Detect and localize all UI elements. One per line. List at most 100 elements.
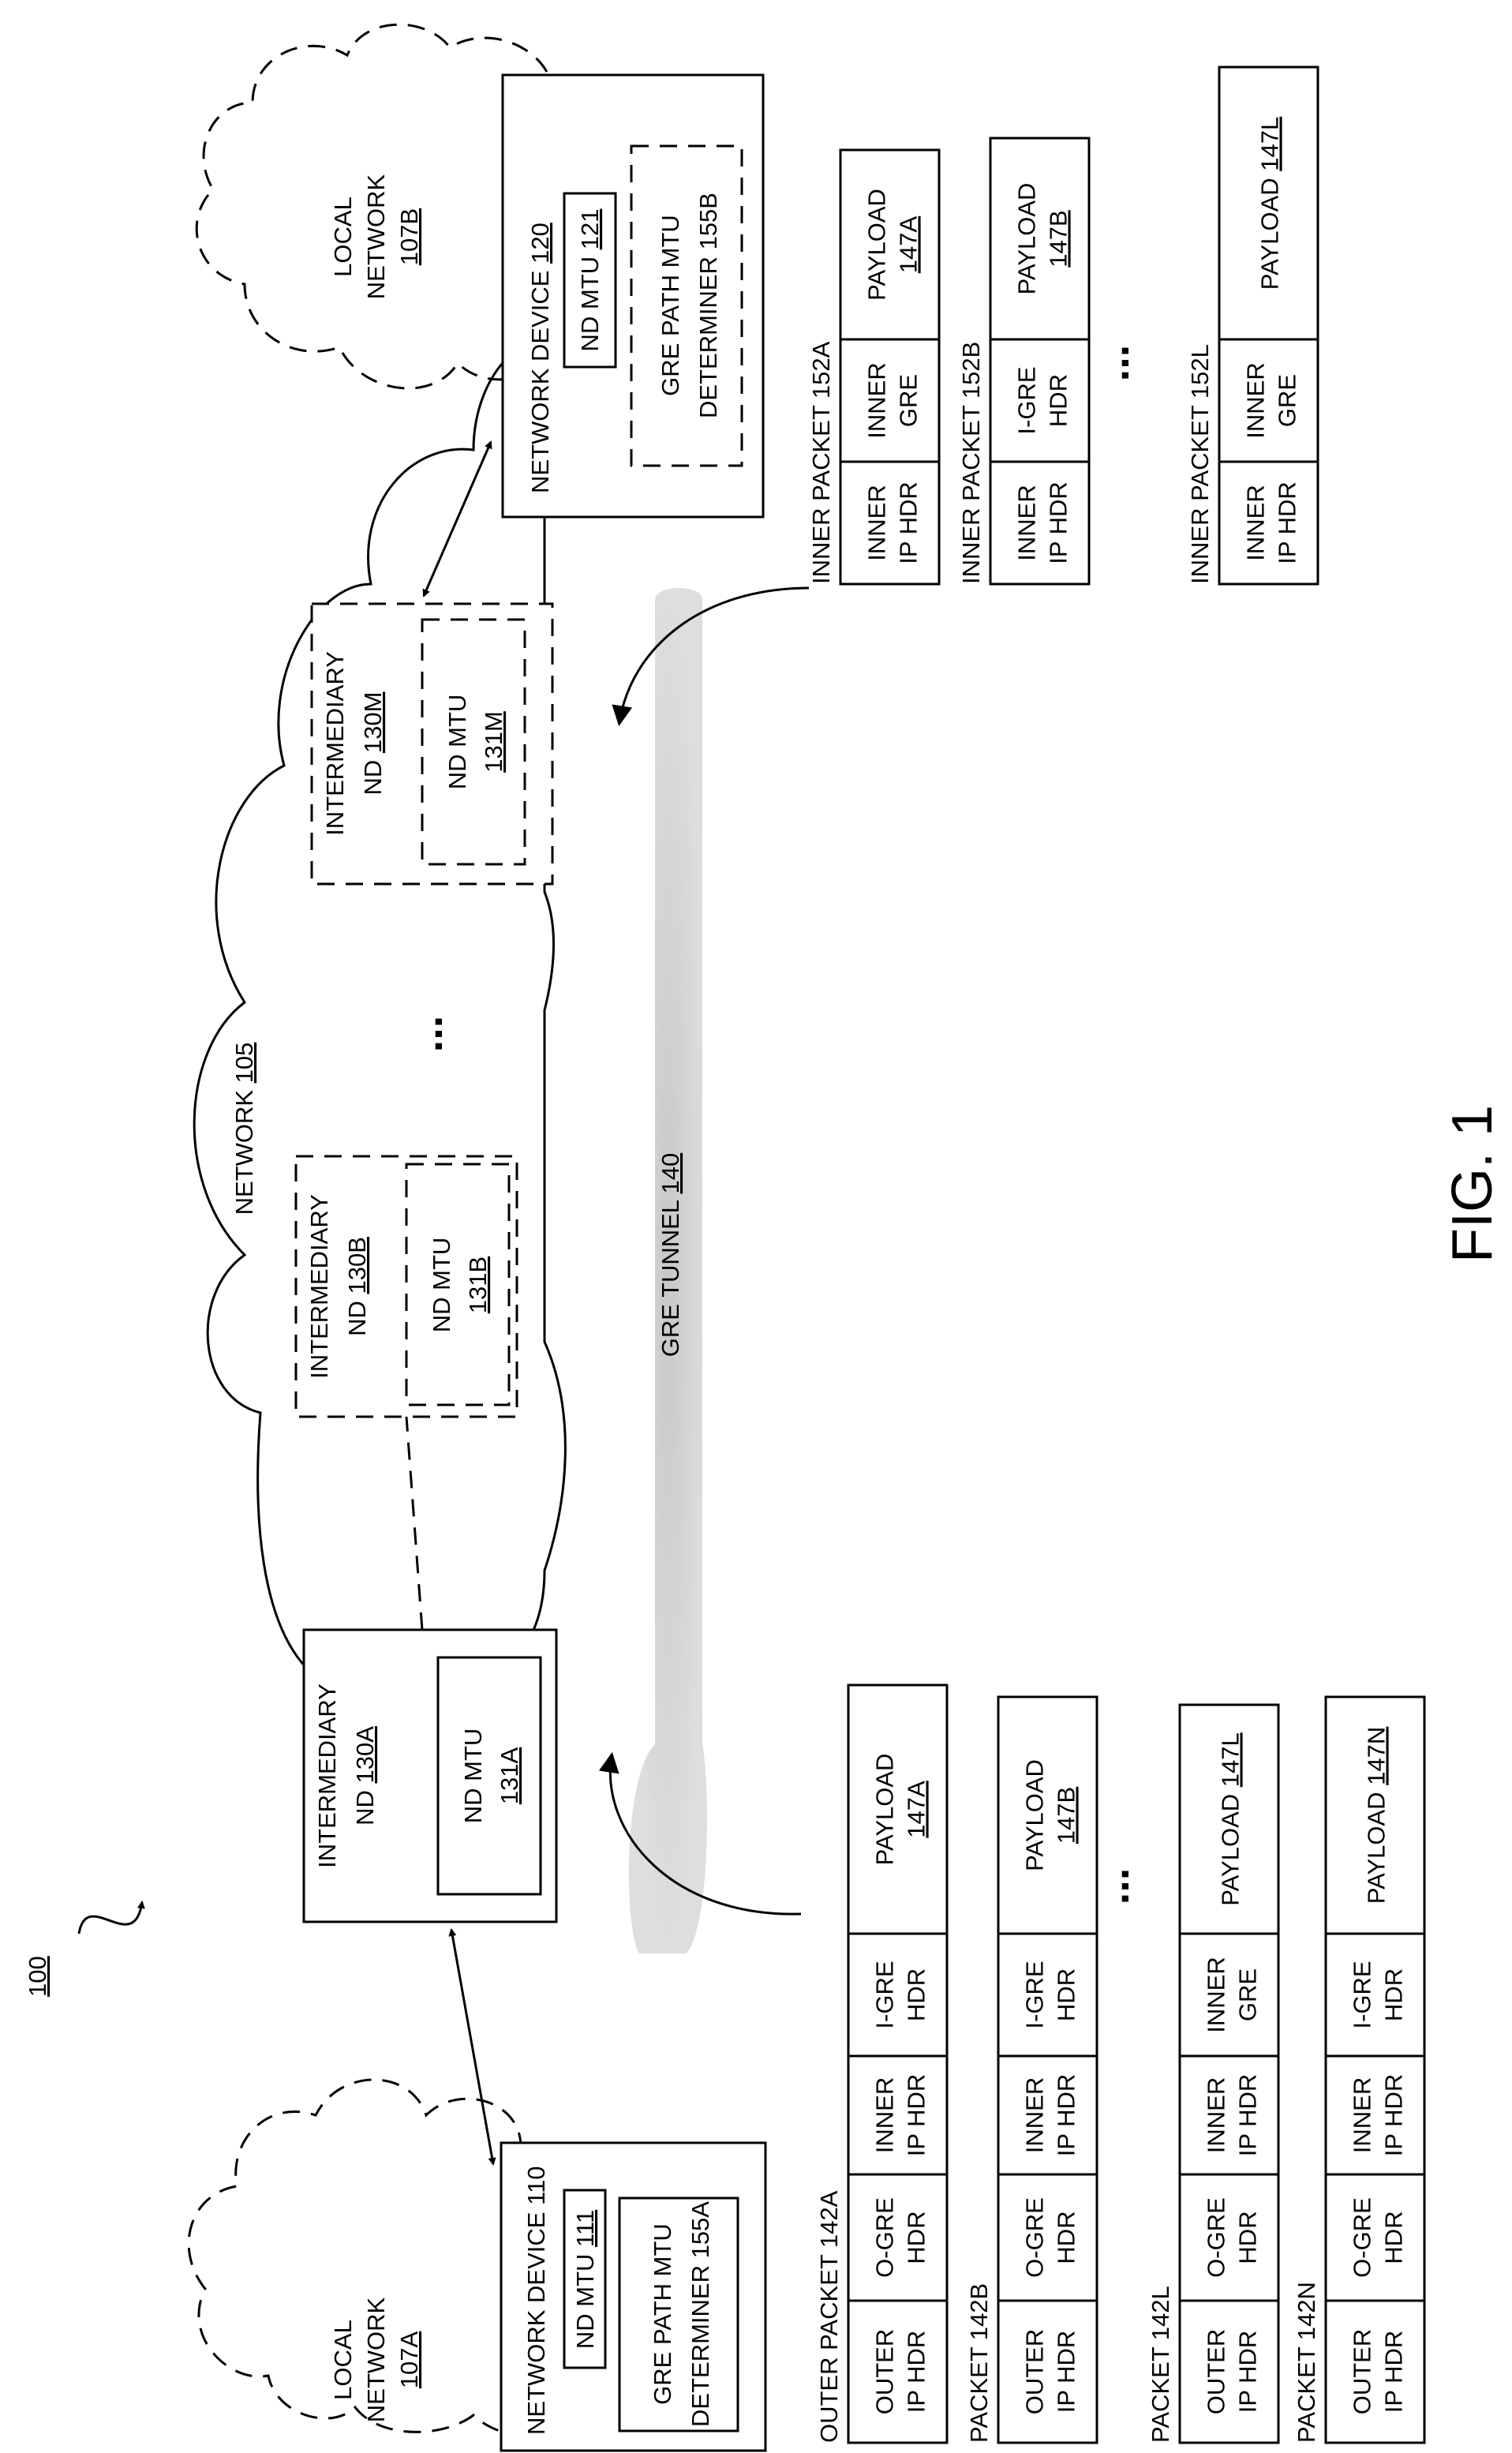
figure-reference-number: 100 (24, 1956, 51, 1997)
svg-text:HDR: HDR (1053, 2211, 1080, 2264)
svg-text:...: ... (1088, 345, 1138, 382)
svg-text:I-GRE: I-GRE (1021, 1961, 1049, 2028)
svg-text:INNER: INNER (863, 485, 891, 560)
svg-text:GRE: GRE (895, 374, 923, 427)
network-105-cloud (194, 344, 565, 1673)
svg-text:...: ... (402, 1016, 451, 1053)
svg-text:PAYLOAD 147L: PAYLOAD 147L (1256, 117, 1284, 290)
svg-text:131A: 131A (496, 1747, 523, 1804)
svg-text:OUTER PACKET 142A: OUTER PACKET 142A (815, 2190, 843, 2443)
svg-text:107B: 107B (395, 208, 423, 265)
svg-text:HDR: HDR (1053, 1968, 1080, 2021)
inner-packets-group: INNER PACKET 152AINNERIP HDRINNERGREPAYL… (807, 67, 1318, 584)
svg-text:ND MTU: ND MTU (428, 1238, 455, 1333)
svg-text:107A: 107A (395, 2331, 423, 2388)
svg-text:100: 100 (24, 1956, 51, 1997)
svg-text:147B: 147B (1045, 210, 1072, 267)
svg-text:ND MTU 111: ND MTU 111 (571, 2210, 599, 2349)
svg-text:IP HDR: IP HDR (1053, 2074, 1080, 2157)
svg-text:HDR: HDR (1380, 1968, 1408, 2021)
link-130a-to-130b (406, 1417, 422, 1630)
svg-text:INNER: INNER (1203, 1957, 1230, 2032)
svg-text:PAYLOAD: PAYLOAD (1013, 183, 1041, 295)
svg-text:DETERMINER 155B: DETERMINER 155B (694, 193, 722, 418)
network-device-120-title: NETWORK DEVICE 120 (526, 223, 554, 493)
reference-squiggle (79, 1902, 142, 1934)
svg-text:INNER: INNER (1242, 485, 1270, 560)
svg-text:IP HDR: IP HDR (895, 481, 923, 564)
gre-tunnel-label: GRE TUNNEL 140 (657, 1153, 684, 1357)
svg-text:INNER: INNER (863, 362, 891, 438)
svg-text:ND 130A: ND 130A (351, 1726, 379, 1826)
svg-text:ND 130B: ND 130B (343, 1237, 371, 1336)
figure-label: FIG. 1 (1441, 1105, 1504, 1263)
outer-packet-label: PACKET 142N (1293, 2282, 1320, 2443)
svg-text:NETWORK: NETWORK (362, 174, 390, 299)
svg-text:HDR: HDR (903, 1968, 930, 2021)
local-network-b-label: LOCAL NETWORK 107B (329, 174, 423, 299)
svg-text:IP HDR: IP HDR (1380, 2074, 1408, 2157)
outer-packet-field-label: PAYLOAD 147N (1363, 1727, 1390, 1904)
svg-text:O-GRE: O-GRE (871, 2197, 899, 2278)
svg-text:INNER: INNER (871, 2077, 899, 2153)
svg-text:PACKET 142B: PACKET 142B (965, 2283, 993, 2443)
svg-text:HDR: HDR (1234, 2211, 1262, 2264)
svg-text:IP HDR: IP HDR (1380, 2331, 1408, 2414)
svg-text:ND MTU: ND MTU (443, 695, 471, 790)
svg-text:PACKET 142L: PACKET 142L (1147, 2286, 1174, 2443)
svg-text:131B: 131B (464, 1256, 492, 1313)
gre-path-mtu-determiner-155a-box (619, 2198, 738, 2431)
svg-text:I-GRE: I-GRE (871, 1961, 899, 2028)
svg-text:GRE PATH MTU: GRE PATH MTU (649, 2223, 676, 2405)
svg-text:NETWORK DEVICE 110: NETWORK DEVICE 110 (522, 2166, 550, 2435)
svg-text:IP HDR: IP HDR (1274, 481, 1301, 564)
svg-text:PACKET 142N: PACKET 142N (1293, 2282, 1320, 2443)
svg-text:LOCAL: LOCAL (329, 2320, 357, 2400)
svg-text:INNER: INNER (1242, 362, 1270, 438)
svg-text:147B: 147B (1053, 1787, 1080, 1844)
svg-text:DETERMINER 155A: DETERMINER 155A (687, 2201, 714, 2427)
svg-text:I-GRE: I-GRE (1349, 1961, 1376, 2028)
svg-text:INNER: INNER (1013, 485, 1041, 560)
svg-text:GRE PATH MTU: GRE PATH MTU (657, 215, 684, 396)
svg-text:147A: 147A (895, 215, 923, 273)
svg-text:INNER: INNER (1203, 2077, 1230, 2153)
svg-text:INNER: INNER (1349, 2077, 1376, 2153)
network-device-110-title: NETWORK DEVICE 110 (522, 2166, 550, 2435)
svg-text:IP HDR: IP HDR (903, 2074, 930, 2157)
svg-text:ND MTU: ND MTU (459, 1728, 487, 1824)
svg-text:GRE: GRE (1274, 374, 1301, 427)
outer-packet-label: OUTER PACKET 142A (815, 2190, 843, 2443)
nd-mtu-121-label: ND MTU 121 (576, 209, 604, 352)
svg-text:ND MTU 121: ND MTU 121 (576, 209, 604, 352)
svg-text:INNER PACKET 152L: INNER PACKET 152L (1186, 344, 1214, 584)
nd-mtu-131a-box (438, 1657, 541, 1894)
svg-text:I-GRE: I-GRE (1013, 366, 1041, 434)
svg-text:IP HDR: IP HDR (903, 2331, 930, 2414)
svg-text:PAYLOAD: PAYLOAD (871, 1754, 899, 1866)
svg-text:OUTER: OUTER (871, 2329, 899, 2415)
svg-text:PAYLOAD: PAYLOAD (863, 189, 891, 301)
svg-text:GRE TUNNEL 140: GRE TUNNEL 140 (657, 1153, 684, 1357)
svg-text:INNER: INNER (1021, 2077, 1049, 2153)
svg-text:NETWORK DEVICE 120: NETWORK DEVICE 120 (526, 223, 554, 493)
outer-packets-ellipsis: ... (1088, 1868, 1138, 1905)
outer-packet-field-label: PAYLOAD 147L (1217, 1732, 1244, 1905)
svg-text:GRE: GRE (1234, 1968, 1262, 2021)
intermediary-ellipsis: ... (402, 1016, 451, 1053)
curved-arrow-to-130m (619, 588, 809, 722)
svg-text:IP HDR: IP HDR (1045, 481, 1072, 564)
svg-text:FIG. 1: FIG. 1 (1441, 1105, 1504, 1263)
svg-text:INTERMEDIARY: INTERMEDIARY (313, 1683, 341, 1868)
svg-text:PAYLOAD 147L: PAYLOAD 147L (1217, 1732, 1244, 1905)
network-105-label: NETWORK 105 (230, 1043, 258, 1215)
svg-text:PAYLOAD 147N: PAYLOAD 147N (1363, 1727, 1390, 1904)
svg-text:LOCAL: LOCAL (329, 197, 357, 277)
svg-text:HDR: HDR (1045, 374, 1072, 427)
svg-text:HDR: HDR (903, 2211, 930, 2264)
inner-packets-ellipsis: ... (1088, 345, 1138, 382)
svg-text:IP HDR: IP HDR (1053, 2331, 1080, 2414)
svg-text:131M: 131M (480, 711, 507, 773)
svg-text:O-GRE: O-GRE (1021, 2197, 1049, 2278)
